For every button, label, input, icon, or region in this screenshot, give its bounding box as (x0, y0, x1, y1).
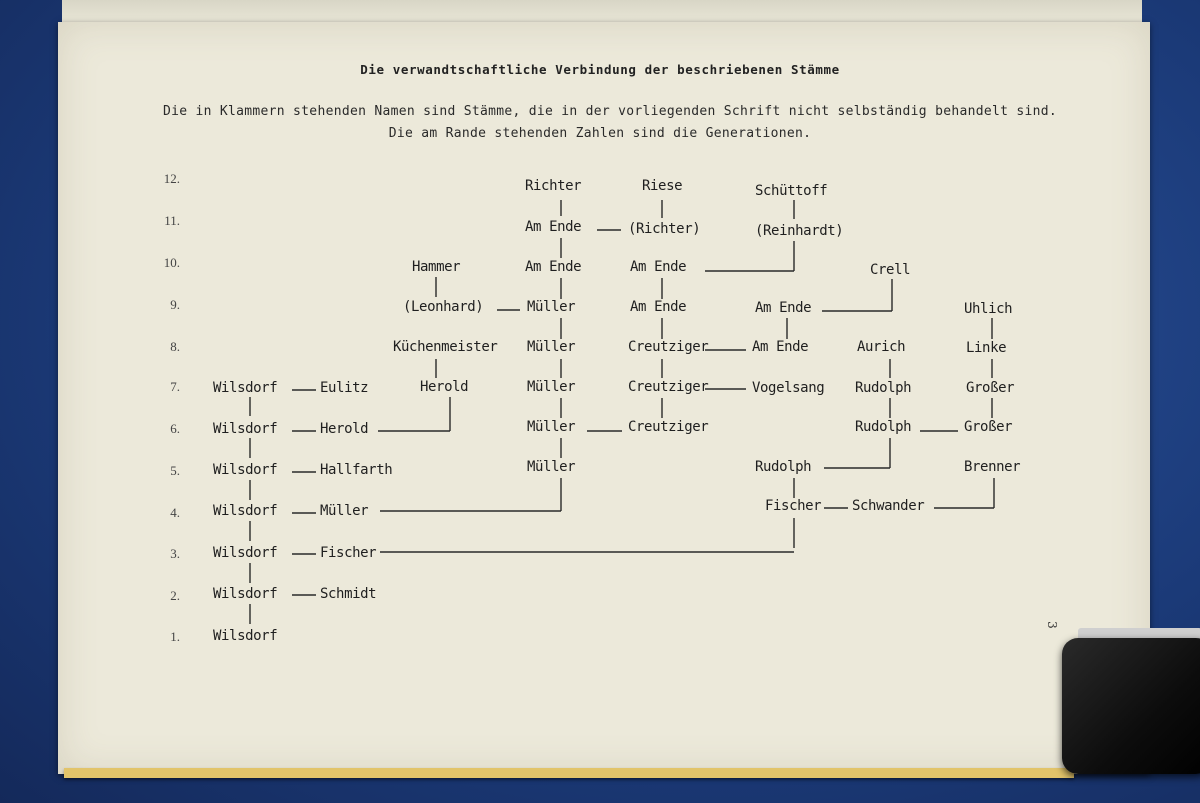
name-eulitz: Eulitz (320, 380, 369, 396)
name-rudolph-7: Rudolph (855, 380, 912, 396)
name-fischer-3: Fischer (320, 545, 377, 561)
name-kuechenmeister: Küchenmeister (393, 339, 498, 355)
name-riese: Riese (642, 178, 683, 194)
name-wilsdorf-4: Wilsdorf (213, 503, 278, 519)
name-schuettoff: Schüttoff (755, 183, 828, 199)
generation-2: 2. (170, 588, 180, 603)
chart-heading: Die verwandtschaftliche Verbindung der b… (360, 62, 840, 77)
name-wilsdorf-7: Wilsdorf (213, 380, 278, 396)
name-mueller-8: Müller (527, 339, 576, 355)
name-aurich: Aurich (857, 339, 906, 355)
name-uhlich: Uhlich (964, 301, 1013, 317)
note-line-1: Die in Klammern stehenden Namen sind Stä… (163, 104, 1057, 119)
previous-page-edge (62, 0, 1142, 26)
name-am-ende-10a: Am Ende (525, 259, 582, 275)
generation-4: 4. (170, 505, 180, 520)
name-hallfarth: Hallfarth (320, 462, 393, 478)
page-signature-mark: 3 (1044, 621, 1059, 629)
generation-3: 3. (170, 546, 180, 561)
name-rudolph-6: Rudolph (855, 419, 912, 435)
generation-8: 8. (170, 339, 180, 354)
name-crell: Crell (870, 262, 911, 278)
generation-5: 5. (170, 463, 180, 478)
name-wilsdorf-5: Wilsdorf (213, 462, 278, 478)
name-schwander: Schwander (852, 498, 925, 514)
name-herold-7: Herold (420, 379, 469, 395)
name-wilsdorf-1: Wilsdorf (213, 628, 278, 644)
name-mueller-4: Müller (320, 503, 369, 519)
name-richter-paren: (Richter) (628, 221, 701, 237)
name-vogelsang: Vogelsang (752, 380, 825, 396)
generation-6: 6. (170, 421, 180, 436)
name-rudolph-5: Rudolph (755, 459, 812, 475)
name-wilsdorf-3: Wilsdorf (213, 545, 278, 561)
name-am-ende-10b: Am Ende (630, 259, 687, 275)
name-mueller-6: Müller (527, 419, 576, 435)
page-stack-edge (64, 768, 1074, 778)
name-hammer: Hammer (412, 259, 461, 275)
name-creutziger-7: Creutziger (628, 379, 709, 395)
name-linke: Linke (966, 340, 1007, 356)
generation-9: 9. (170, 297, 180, 312)
name-am-ende-11: Am Ende (525, 219, 582, 235)
name-creutziger-6: Creutziger (628, 419, 709, 435)
black-clip (1062, 638, 1200, 774)
name-reinhardt-paren: (Reinhardt) (755, 223, 844, 239)
name-leonhard-paren: (Leonhard) (403, 299, 484, 315)
name-am-ende-9b: Am Ende (755, 300, 812, 316)
note-line-2: Die am Rande stehenden Zahlen sind die G… (388, 126, 812, 141)
generation-7: 7. (170, 379, 180, 394)
name-creutziger-8: Creutziger (628, 339, 709, 355)
name-wilsdorf-6: Wilsdorf (213, 421, 278, 437)
generation-11: 11. (164, 213, 180, 228)
generation-10: 10. (163, 255, 180, 270)
name-herold-6: Herold (320, 421, 369, 437)
name-fischer-4: Fischer (765, 498, 822, 514)
name-grosser-7: Großer (966, 380, 1015, 396)
generation-12: 12. (163, 171, 180, 186)
name-schmidt: Schmidt (320, 586, 377, 602)
book-page (58, 22, 1150, 774)
name-grosser-6: Großer (964, 419, 1013, 435)
name-mueller-7: Müller (527, 379, 576, 395)
name-am-ende-9a: Am Ende (630, 299, 687, 315)
generation-1: 1. (170, 629, 180, 644)
name-mueller-9: Müller (527, 299, 576, 315)
name-wilsdorf-2: Wilsdorf (213, 586, 278, 602)
name-brenner: Brenner (964, 459, 1021, 475)
name-richter: Richter (525, 178, 582, 194)
name-mueller-5: Müller (527, 459, 576, 475)
name-am-ende-8: Am Ende (752, 339, 809, 355)
